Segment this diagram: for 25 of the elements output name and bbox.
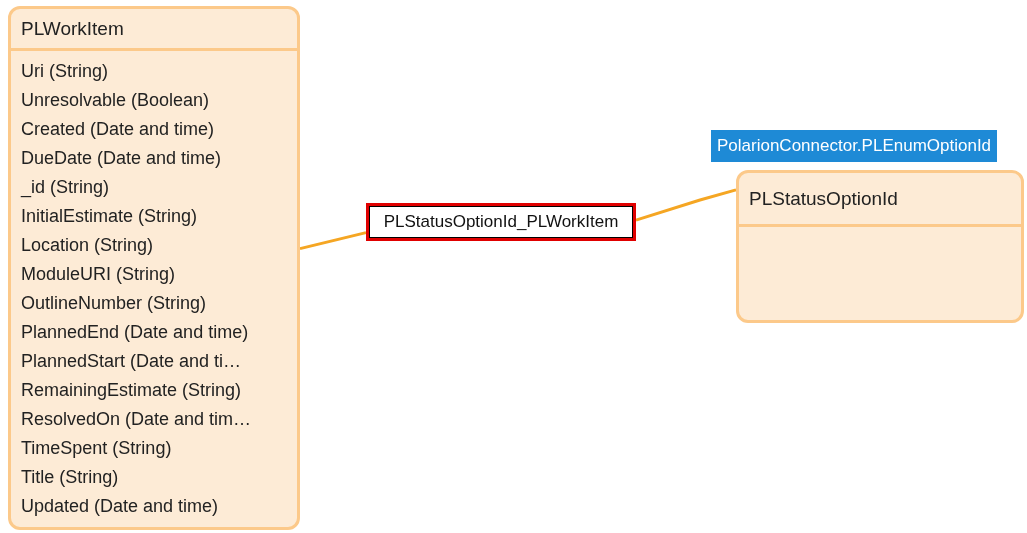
association-line xyxy=(635,188,737,222)
class-name: PLWorkItem xyxy=(21,17,124,40)
attribute-text: _id (String) xyxy=(21,176,111,200)
association-line xyxy=(299,231,367,251)
association-name: PLStatusOptionId_PLWorkItem xyxy=(383,212,619,232)
attribute-text: PlannedEnd (Date and time) xyxy=(21,321,250,344)
attribute-text: InitialEstimate (String) xyxy=(21,205,199,228)
class-name: PLStatusOptionId xyxy=(749,187,898,210)
attribute-text: ResolvedOn (Date and tim… xyxy=(21,408,253,431)
attribute-text: TimeSpent (String) xyxy=(21,437,173,460)
class-box xyxy=(736,170,1024,323)
association-label-box xyxy=(366,203,636,241)
attribute-text: Title (String) xyxy=(21,466,120,489)
attribute-text: OutlineNumber (String) xyxy=(21,292,208,315)
attribute-text: DueDate (Date and time) xyxy=(21,147,223,170)
attribute-text: PlannedStart (Date and ti… xyxy=(21,350,243,373)
attribute-text: Unresolvable (Boolean) xyxy=(21,89,211,112)
attribute-text: ModuleURI (String) xyxy=(21,263,177,286)
attribute-text: Created (Date and time) xyxy=(21,118,216,141)
attribute-text: Location (String) xyxy=(21,234,155,257)
type-name-tag: PolarionConnector.PLEnumOptionId xyxy=(711,130,998,162)
attribute-text: Updated (Date and time) xyxy=(21,495,220,518)
attribute-text: RemainingEstimate (String) xyxy=(21,379,243,402)
attribute-text: Uri (String) xyxy=(21,60,109,83)
class-box xyxy=(8,6,300,530)
